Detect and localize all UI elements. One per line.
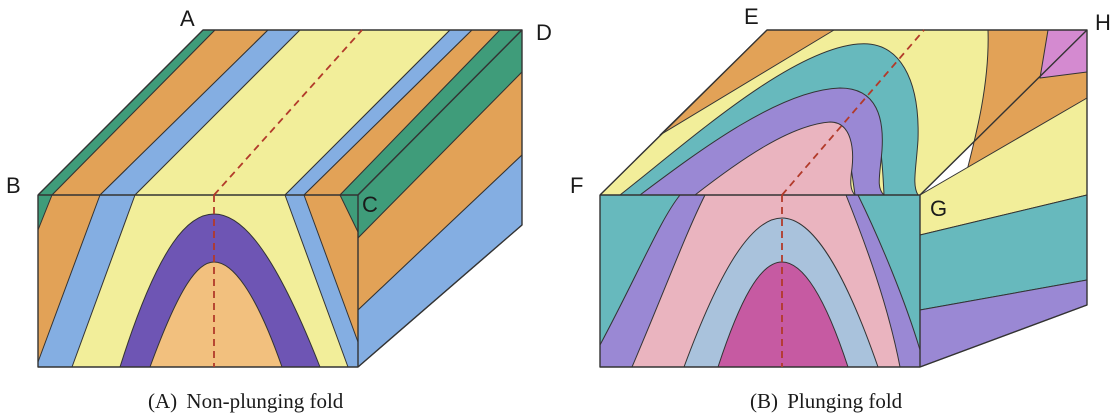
panel-b-caption-letter: (B) [750,389,778,413]
corner-label-b: B [6,173,21,198]
panel-a-front-face [38,195,358,367]
panel-b-caption: (B) Plunging fold [750,389,903,413]
corner-label-a: A [180,6,195,31]
panel-b-front-face [600,195,920,367]
corner-label-c: C [362,192,378,217]
panel-a-caption: (A) Non-plunging fold [148,389,344,413]
panel-a-caption-letter: (A) [148,389,177,413]
panel-a-non-plunging-fold: A D B C (A) Non-plunging fold [6,6,552,413]
corner-label-e: E [744,4,759,29]
corner-label-g: G [930,196,947,221]
corner-label-d: D [536,20,552,45]
panel-b-caption-text: Plunging fold [787,389,902,413]
panel-b-plunging-fold: E H F G (B) Plunging fold [570,4,1111,413]
corner-label-f: F [570,173,583,198]
panel-a-caption-text: Non-plunging fold [186,389,343,413]
corner-label-h: H [1095,10,1111,35]
